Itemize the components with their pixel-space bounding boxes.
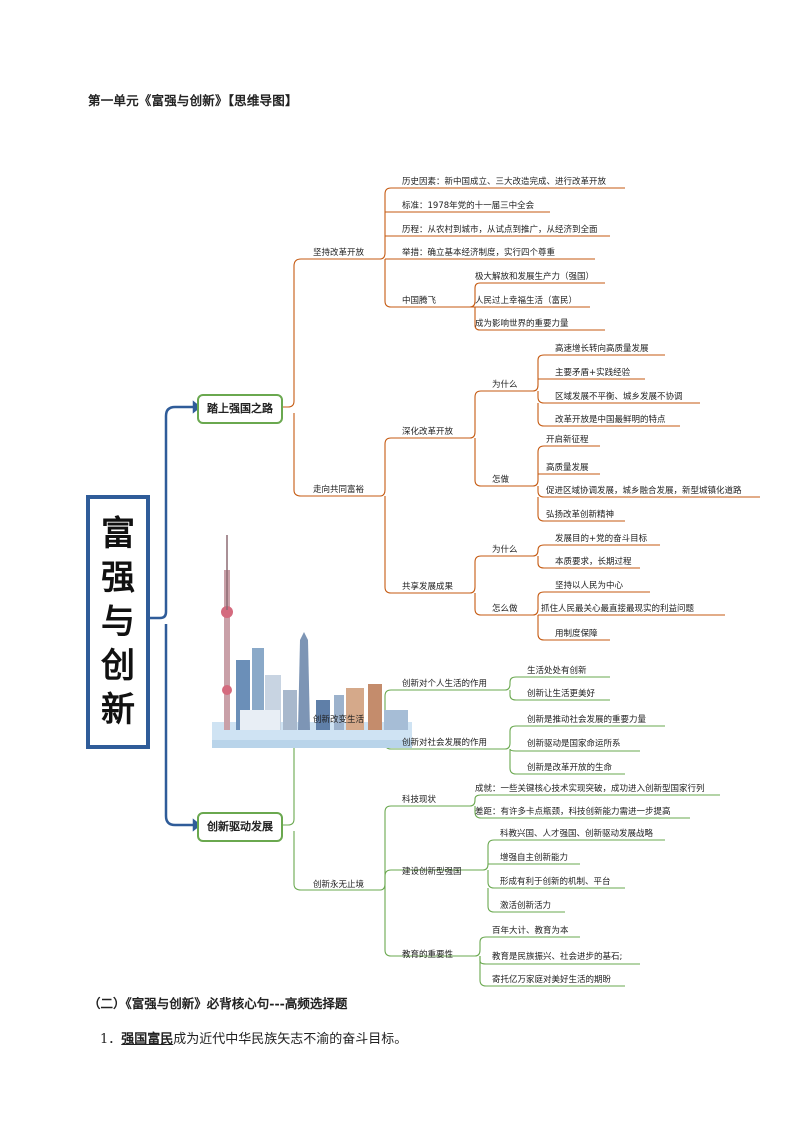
- document-title: 第一单元《富强与创新》【思维导图】: [88, 93, 298, 108]
- how-item: 抓住人民最关心最直接最现实的利益问题: [541, 604, 695, 614]
- how-item: 高质量发展: [546, 463, 589, 473]
- topic-innovation-driven: 创新驱动发展: [197, 812, 283, 842]
- node-why: 为什么: [492, 380, 518, 390]
- why-item: 区域发展不平衡、城乡发展不协调: [555, 392, 683, 402]
- core-sentence-1: 1．强国富民成为近代中华民族矢志不渝的奋斗目标。: [100, 1028, 407, 1047]
- how-item: 开启新征程: [546, 435, 589, 445]
- how-item: 坚持以人民为中心: [555, 581, 624, 591]
- node-reform: 坚持改革开放: [313, 248, 365, 258]
- root-char: 新: [101, 690, 135, 730]
- node-build-innovative-nation: 建设创新型强国: [402, 867, 462, 877]
- node-how: 怎么做: [492, 604, 518, 614]
- sentence-text: 成为近代中华民族矢志不渝的奋斗目标。: [173, 1032, 408, 1047]
- reform-item: 标准：1978年党的十一届三中全会: [402, 201, 535, 211]
- reform-item: 历程：从农村到城市，从试点到推广，从经济到全面: [402, 225, 598, 235]
- node-share-results: 共享发展成果: [402, 582, 454, 592]
- build-item: 增强自主创新能力: [500, 853, 569, 863]
- build-item: 科教兴国、人才强国、创新驱动发展战略: [500, 829, 654, 839]
- status-item: 差距：有许多卡点瓶颈，科技创新能力需进一步提高: [475, 807, 671, 817]
- node-why: 为什么: [492, 545, 518, 555]
- personal-item: 生活处处有创新: [527, 666, 587, 676]
- node-how: 怎做: [492, 475, 510, 485]
- city-skyline-illustration: [212, 535, 412, 748]
- social-item: 创新是推动社会发展的重要力量: [527, 715, 647, 725]
- topic-road-to-strong-nation: 踏上强国之路: [197, 394, 283, 424]
- sentence-keyword: 强国富民: [121, 1032, 174, 1047]
- root-char: 与: [101, 602, 135, 642]
- how-item: 用制度保障: [555, 629, 598, 639]
- china-item: 极大解放和发展生产力（强国）: [475, 272, 595, 282]
- why-item: 高速增长转向高质量发展: [555, 344, 649, 354]
- root-char: 创: [101, 646, 135, 686]
- node-china-rise: 中国腾飞: [402, 296, 437, 306]
- why-item: 本质要求，长期过程: [555, 557, 632, 567]
- status-item: 成就：一些关键核心技术实现突破，成功进入创新型国家行列: [475, 784, 705, 794]
- node-innovation-life: 创新改变生活: [313, 715, 365, 725]
- china-item: 成为影响世界的重要力量: [475, 319, 569, 329]
- how-item: 促进区域协调发展，城乡融合发展，新型城镇化道路: [546, 486, 742, 496]
- node-endless-innovation: 创新永无止境: [313, 880, 365, 890]
- how-item: 弘扬改革创新精神: [546, 510, 615, 520]
- why-item: 主要矛盾+实践经验: [555, 368, 631, 378]
- node-social: 创新对社会发展的作用: [402, 738, 488, 748]
- edu-item: 教育是民族振兴、社会进步的基石;: [492, 952, 623, 962]
- reform-item: 举措：确立基本经济制度，实行四个尊重: [402, 248, 556, 258]
- personal-item: 创新让生活更美好: [527, 689, 596, 699]
- root-bracket-line: [146, 405, 196, 620]
- why-item: 发展目的+党的奋斗目标: [555, 534, 648, 544]
- section-heading: （二）《富强与创新》必背核心句---高频选择题: [88, 996, 348, 1011]
- node-common-prosperity: 走向共同富裕: [313, 485, 365, 495]
- sentence-number: 1．: [100, 1032, 122, 1047]
- reform-item: 历史因素：新中国成立、三大改造完成、进行改革开放: [402, 177, 607, 187]
- build-item: 激活创新活力: [500, 901, 552, 911]
- china-item: 人民过上幸福生活（富民）: [475, 296, 578, 306]
- root-topic-box: 富 强 与 创 新: [86, 495, 150, 749]
- edu-item: 百年大计、教育为本: [492, 926, 569, 936]
- root-char: 强: [101, 558, 135, 598]
- node-deepen-reform: 深化改革开放: [402, 427, 454, 437]
- why-item: 改革开放是中国最鲜明的特点: [555, 415, 666, 425]
- edu-item: 寄托亿万家庭对美好生活的期盼: [492, 975, 612, 985]
- root-char: 富: [101, 514, 135, 554]
- social-item: 创新驱动是国家命运所系: [527, 739, 621, 749]
- build-item: 形成有利于创新的机制、平台: [500, 877, 611, 887]
- node-personal: 创新对个人生活的作用: [402, 679, 488, 689]
- node-tech-status: 科技现状: [402, 795, 437, 805]
- social-item: 创新是改革开放的生命: [527, 763, 613, 773]
- node-education: 教育的重要性: [402, 950, 454, 960]
